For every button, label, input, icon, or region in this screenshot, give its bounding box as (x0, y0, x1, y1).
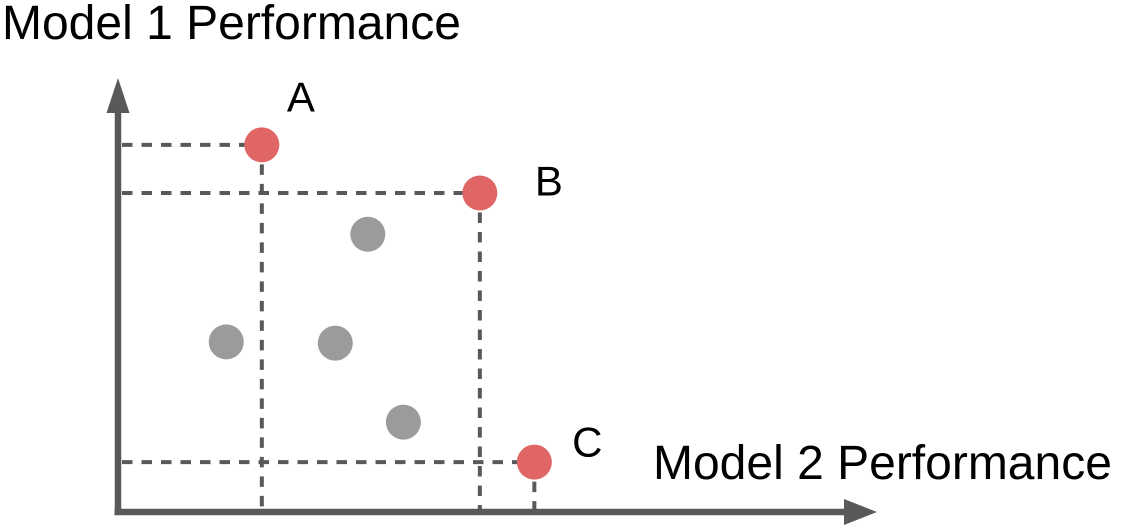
guide-lines (122, 142, 537, 510)
y-axis-arrowhead-icon (106, 78, 130, 113)
point-C (516, 444, 552, 480)
point-A (244, 127, 280, 163)
point-gray (317, 325, 353, 361)
x-axis-arrowhead-icon (844, 499, 877, 525)
points (208, 127, 552, 480)
y-axis-title: Model 1 Performance (2, 0, 461, 50)
point-gray (350, 216, 386, 252)
point-label-C: C (572, 419, 602, 466)
point-gray (208, 324, 244, 360)
point-label-B: B (535, 158, 563, 205)
point-labels: A B C (287, 73, 603, 465)
point-B (462, 175, 498, 211)
point-label-A: A (287, 73, 315, 120)
y-axis (106, 78, 130, 515)
x-axis-title: Model 2 Performance (653, 437, 1112, 490)
x-axis (114, 499, 877, 525)
point-gray (385, 404, 421, 440)
